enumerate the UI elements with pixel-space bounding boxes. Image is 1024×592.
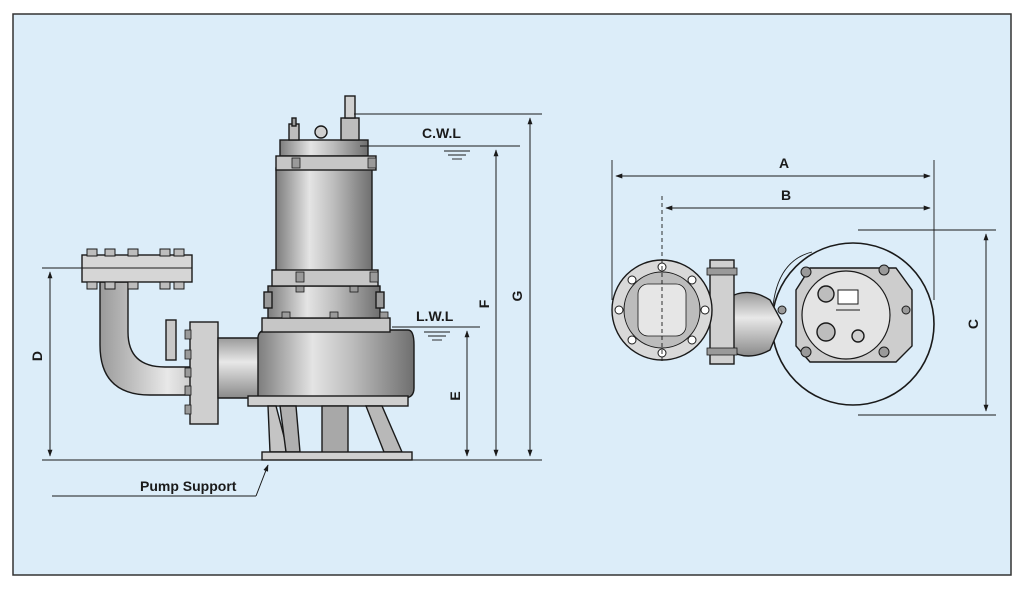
guide-rail [165, 319, 177, 361]
terminal-box [837, 289, 859, 305]
discharge-flange [81, 254, 193, 283]
dim-f-label: F [476, 299, 492, 308]
motor-top-flange [275, 155, 377, 171]
cable-entry-1 [817, 285, 835, 303]
connecting-pipe [217, 337, 263, 399]
cable-entry-2 [816, 322, 836, 342]
pump-support-label: Pump Support [140, 478, 237, 494]
support-column [321, 405, 349, 457]
cwl-symbol [444, 150, 470, 160]
cwl-label: C.W.L [422, 125, 461, 141]
side-dimensions: D E F G [29, 113, 542, 461]
dim-e-label: E [447, 391, 463, 400]
power-cable-gland [340, 117, 360, 141]
volute-flange [189, 321, 219, 425]
water-levels: C.W.L L.W.L [360, 125, 520, 341]
lifting-eye [314, 125, 328, 139]
motor-top-cover [801, 270, 891, 360]
motor-bolts [777, 264, 911, 358]
support-foot [261, 451, 413, 461]
lwl-label: L.W.L [416, 308, 454, 324]
volute-casing [257, 329, 415, 399]
dim-c-label: C [965, 319, 981, 329]
pump-side-view [42, 95, 415, 461]
motor-housing [275, 167, 373, 273]
dim-g-label: G [509, 290, 525, 301]
dim-b-label: B [781, 187, 791, 203]
lwl-symbol [424, 331, 450, 341]
dim-a-label: A [779, 155, 789, 171]
pump-top-view [611, 242, 935, 406]
flange-bolts [86, 248, 185, 290]
bearing-flange [261, 317, 391, 333]
lifting-eye-top [851, 329, 865, 343]
motor-cap [279, 139, 369, 157]
top-dimensions: A B C [611, 155, 996, 416]
casing-base [247, 395, 409, 407]
dim-d-label: D [29, 351, 45, 361]
outlet-flange-bolts [614, 262, 710, 358]
pump-support-callout: Pump Support [52, 464, 269, 497]
motor-lower-flange [271, 269, 379, 287]
